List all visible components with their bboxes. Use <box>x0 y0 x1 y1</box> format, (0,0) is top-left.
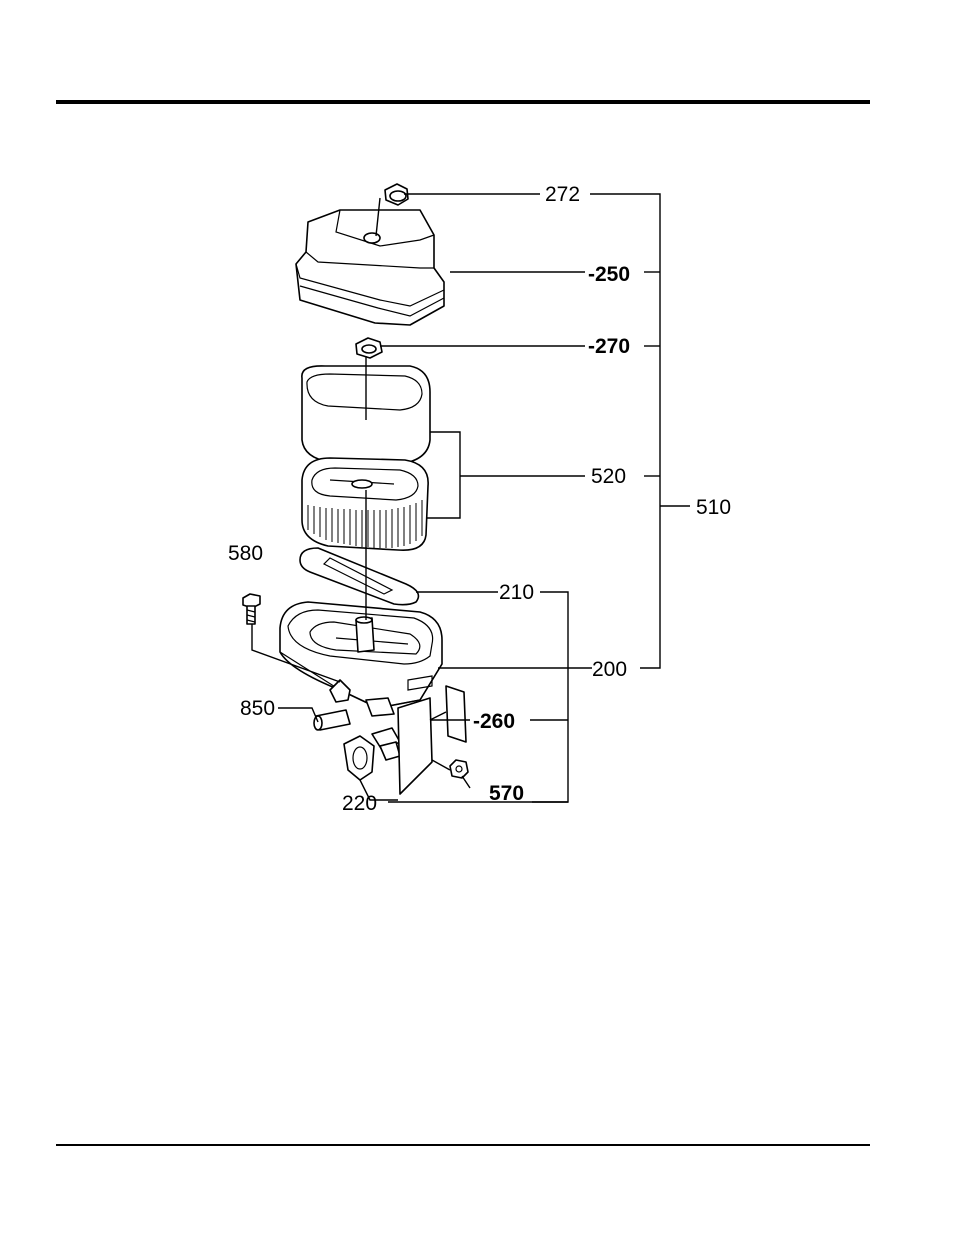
air-cleaner-base-200 <box>280 602 442 716</box>
label-520: 520 <box>591 465 626 488</box>
bolt-580 <box>243 594 260 624</box>
gasket-210 <box>300 548 418 605</box>
air-duct <box>398 698 432 794</box>
paper-filter-element <box>302 458 428 550</box>
label-510: 510 <box>696 496 731 519</box>
label-210: 210 <box>499 581 534 604</box>
label-570: 570 <box>489 782 524 805</box>
seal-260 <box>446 686 466 742</box>
gasket-220 <box>344 736 374 780</box>
wing-nut-270 <box>356 338 382 358</box>
label-250: -250 <box>588 263 630 286</box>
label-200: 200 <box>592 658 627 681</box>
intake-elbow <box>372 728 400 760</box>
label-272: 272 <box>545 183 580 206</box>
breather-tube-850 <box>314 710 350 730</box>
nut-570 <box>450 760 468 778</box>
label-580: 580 <box>228 542 263 565</box>
air-cleaner-cover-250 <box>296 210 444 325</box>
label-270: -270 <box>588 335 630 358</box>
label-220: 220 <box>342 792 377 815</box>
label-260: -260 <box>473 710 515 733</box>
label-850: 850 <box>240 697 275 720</box>
